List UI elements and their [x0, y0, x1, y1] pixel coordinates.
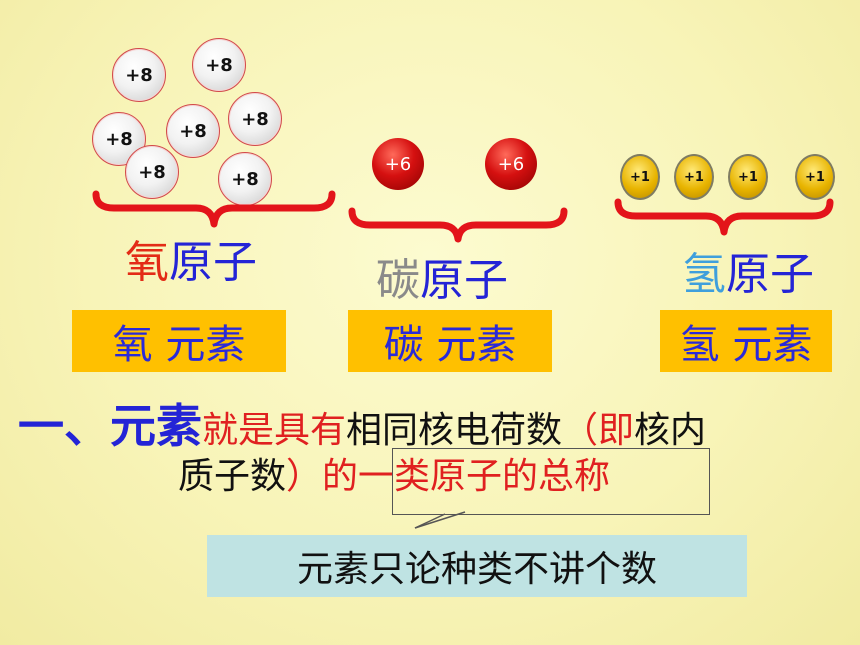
- atom-word: 原子: [420, 255, 508, 306]
- definition-term: 元素: [110, 399, 202, 453]
- carbon-brace: [348, 207, 568, 243]
- hydrogen-atom: +1: [728, 154, 768, 200]
- definition-text: 相同核电荷数: [346, 410, 563, 451]
- atom-word: 原子: [726, 249, 814, 300]
- oxygen-element-box: 氧 元素: [72, 310, 286, 372]
- definition-line-2: 质子数）的一类原子的总称: [178, 447, 610, 499]
- oxygen-atom: +8: [218, 152, 272, 206]
- definition-text: （即: [562, 410, 635, 451]
- oxygen-atom: +8: [228, 92, 282, 146]
- hydrogen-atom: +1: [674, 154, 714, 200]
- hydrogen-element-box: 氢 元素: [660, 310, 832, 372]
- callout-box: [392, 448, 710, 515]
- hydrogen-brace: [614, 198, 834, 236]
- carbon-atom: +6: [372, 138, 424, 190]
- definition-text: 就是具有: [202, 410, 347, 451]
- definition-text: ）的: [286, 456, 359, 497]
- definition-text: 一类原子的总称: [358, 456, 611, 497]
- callout-pointer: [414, 511, 466, 529]
- oxygen-atom: +8: [112, 48, 166, 102]
- hydrogen-atom-label: 氢原子: [682, 238, 814, 302]
- oxygen-brace: [92, 190, 336, 228]
- definition-line-1: 一、元素就是具有相同核电荷数（即核内: [18, 390, 706, 456]
- note-box: 元素只论种类不讲个数: [207, 535, 747, 597]
- definition-text: 核内: [634, 410, 707, 451]
- hydrogen-char: 氢: [682, 249, 726, 300]
- oxygen-atom: +8: [166, 104, 220, 158]
- oxygen-char: 氧: [125, 237, 169, 288]
- carbon-atom: +6: [485, 138, 537, 190]
- oxygen-atom: +8: [192, 38, 246, 92]
- hydrogen-atom: +1: [795, 154, 835, 200]
- oxygen-atom: +8: [125, 145, 179, 199]
- definition-text: 质子数: [178, 456, 287, 497]
- carbon-char: 碳: [376, 255, 420, 306]
- hydrogen-atom: +1: [620, 154, 660, 200]
- definition-prefix: 一、: [18, 399, 110, 453]
- oxygen-atom-label: 氧原子: [125, 226, 257, 290]
- carbon-element-box: 碳 元素: [348, 310, 552, 372]
- atom-word: 原子: [169, 237, 257, 288]
- carbon-atom-label: 碳原子: [376, 244, 508, 308]
- oxygen-atom: +8: [92, 112, 146, 166]
